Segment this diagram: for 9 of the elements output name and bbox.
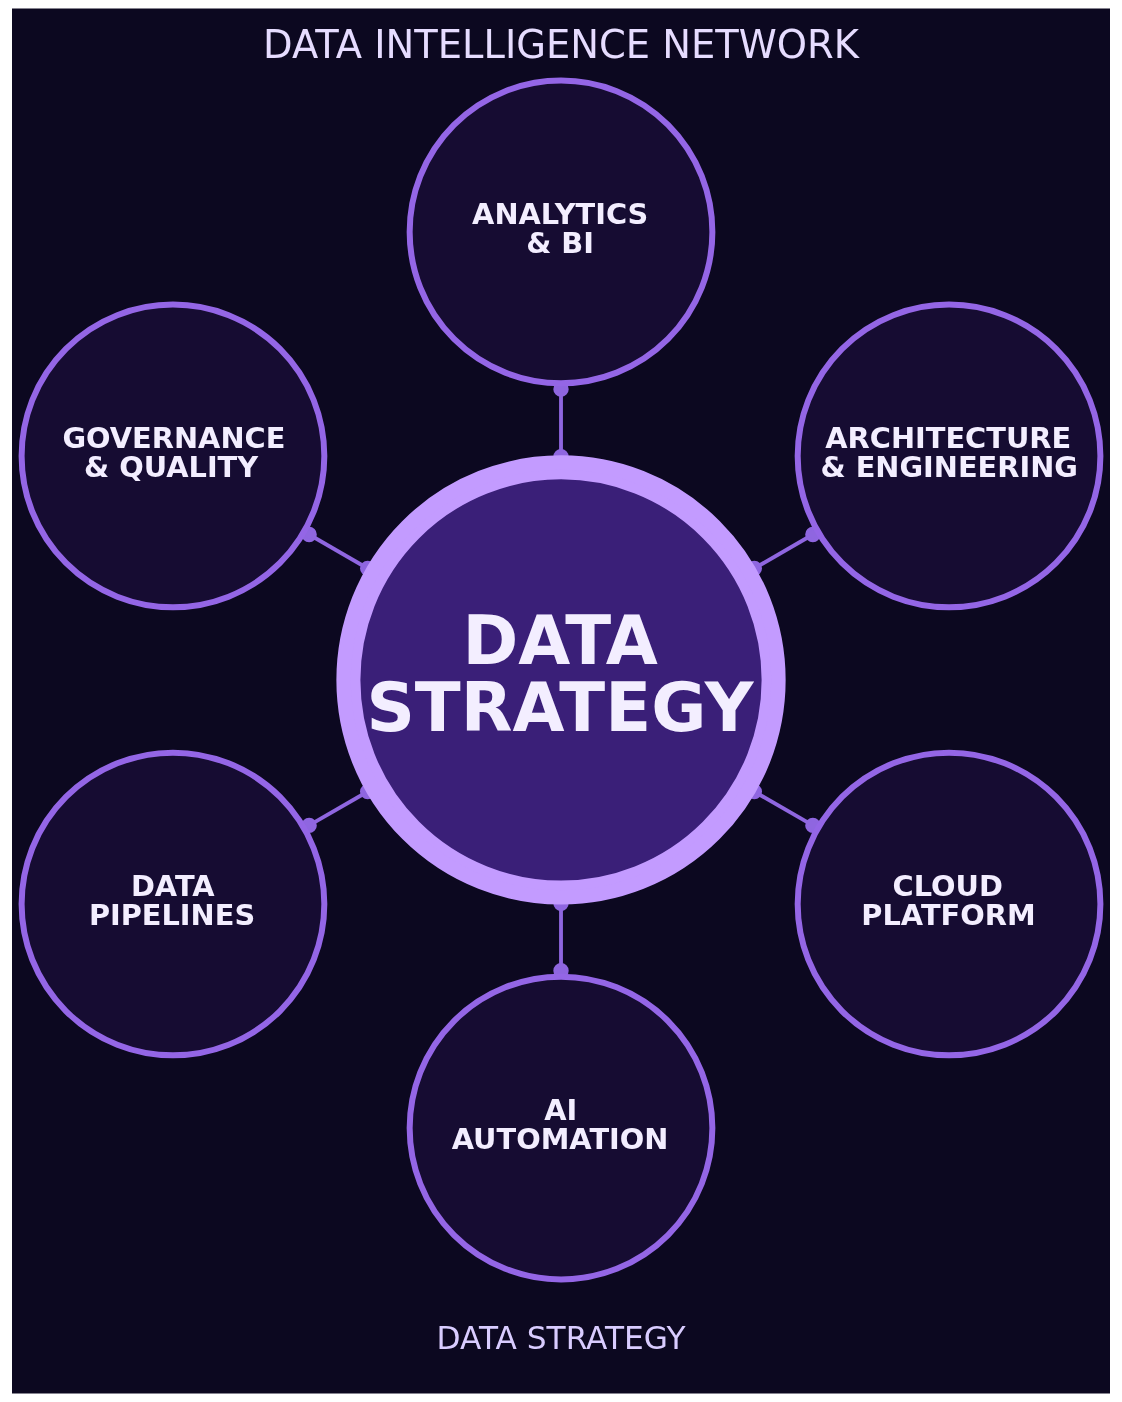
label: DATA STRATEGY — [436, 1319, 686, 1356]
node-circle: ANALYTICS & BI — [406, 77, 716, 387]
diagram-title: DATA INTELLIGENCE NETWORK — [263, 22, 859, 68]
node-circle: GOVERNANCE & QUALITY — [18, 301, 328, 611]
node-circle: CLOUD PLATFORM — [794, 749, 1104, 1059]
node-circle: DATA PIPELINES — [18, 749, 328, 1059]
node-circle: DATA STRATEGY — [336, 455, 786, 905]
node-circle: ARCHITECTURE & ENGINEERING — [794, 301, 1104, 611]
node-circle: AI AUTOMATION — [406, 973, 716, 1283]
